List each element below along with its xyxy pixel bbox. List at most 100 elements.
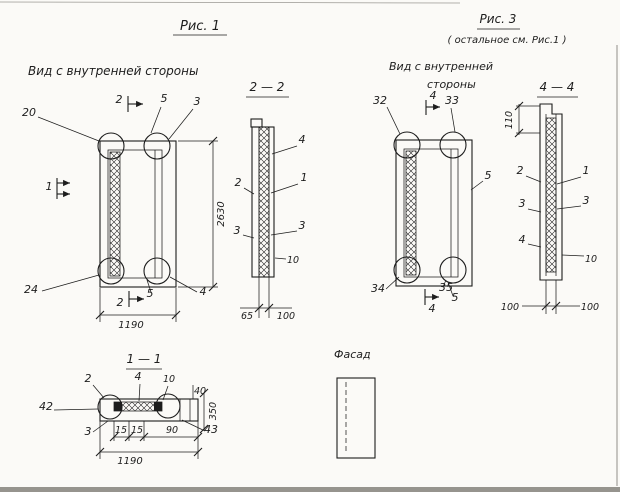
- sec44-insulation-hatch: [545, 117, 557, 273]
- sec11-callout-circle-left: [97, 394, 123, 420]
- fig3-pos-5-right-label: 5: [485, 169, 492, 182]
- fig1: Рис. 1 Вид с внутренней стороны 20 2 5 3: [22, 19, 227, 331]
- fig3-panel-outline: [395, 139, 473, 287]
- fig3-cut-mark-top-label: 4: [430, 89, 437, 102]
- sec44-dim-100-right-label: 100: [581, 302, 599, 313]
- fig1-cut-mark-bottom-label: 2: [117, 296, 124, 309]
- sec11-seal-block-left: [114, 402, 122, 411]
- sec11-pos-2-label: 2: [85, 372, 92, 385]
- fig3-callout-top-right-label: 33: [445, 94, 459, 107]
- fig1-labels: 20 2 5 3 1 24 2 5 4: [22, 92, 207, 309]
- fig1-pos-3-top-label: 3: [194, 95, 201, 108]
- fig3-title: Рис. 3: [480, 12, 517, 26]
- sec11-dim-10-label: 10: [163, 374, 175, 385]
- fig1-pos-5-bottom-label: 5: [147, 287, 154, 300]
- fig3-callout-circle-bottom-left: [393, 256, 421, 284]
- fig1-callout-circle-top-right: [143, 132, 171, 160]
- sec22-pos-1-label: 1: [301, 171, 308, 184]
- sec44-dim-10-label: 10: [585, 254, 597, 265]
- sec22-dimensions: 10 65 100: [240, 255, 299, 322]
- facade: Фасад: [334, 348, 376, 459]
- sec22-dim-10-label: 10: [287, 255, 299, 266]
- sec44-profile-outline: [539, 103, 563, 281]
- sec22-pos-4-label: 4: [299, 133, 306, 146]
- sec11-callout-circle-right: [155, 393, 181, 419]
- sec11-dim-15b-label: 15: [131, 425, 143, 436]
- sec44-labels: 2 1 3 3 4: [517, 164, 590, 248]
- fig1-cut-mark-left-label: 1: [46, 180, 53, 193]
- fig1-callout-bottom-right-label: 4: [200, 285, 207, 298]
- fig1-subtitle: Вид с внутренней стороны: [28, 64, 198, 78]
- sec11-pos-4-label: 4: [135, 370, 142, 383]
- facade-title: Фасад: [334, 348, 371, 361]
- sec44-pos-2-label: 2: [517, 164, 524, 177]
- fig1-pos-5-top-label: 5: [161, 92, 168, 105]
- fig1-callout-bottom-left-label: 24: [24, 283, 38, 296]
- section-4-4: 4 — 4 110 2 1 3 3 4: [501, 80, 599, 314]
- fig1-panel: [97, 132, 177, 288]
- fig3-callout-top-left-label: 32: [373, 94, 387, 107]
- sec11-dim-15a-label: 15: [115, 425, 127, 436]
- sec22-dim-100-label: 100: [277, 311, 295, 322]
- fig1-insulation-hatch: [109, 151, 121, 277]
- sec11-pos-3-label: 3: [85, 425, 92, 438]
- sec11-profile: [97, 393, 199, 422]
- sec11-dimensions: 350 15 15 90 1190: [95, 388, 219, 467]
- fig3-note: ( остальное см. Рис.1 ): [448, 35, 567, 46]
- sec11-profile-outline: [99, 398, 199, 422]
- fig3-insulation-hatch: [405, 150, 417, 276]
- fig3-callout-bottom-left-label: 34: [371, 282, 385, 295]
- sec22-title: 2 — 2: [250, 80, 285, 94]
- sec44-pos-1-label: 1: [583, 164, 590, 177]
- fig3-panel: [393, 131, 473, 287]
- fig3-subtitle-line2: стороны: [427, 78, 476, 91]
- fig1-dimensions: 1190 2630: [95, 136, 227, 331]
- fig1-title: Рис. 1: [180, 19, 220, 34]
- sec44-dim-100-left-label: 100: [501, 302, 519, 313]
- fig1-callout-top-left-label: 20: [22, 106, 36, 119]
- fig3-callout-circle-top-left: [393, 131, 421, 159]
- fig3-callout-bottom-right-label: 35: [439, 281, 453, 294]
- sec44-title: 4 — 4: [540, 80, 575, 94]
- fig1-callout-circle-bottom-left: [97, 257, 125, 285]
- fig1-panel-outline: [99, 140, 177, 288]
- fig3-labels: 32 4 33 5 34 4 5 35: [371, 89, 492, 315]
- sec44-profile: [539, 103, 563, 281]
- fig3-cut-mark-bottom-label: 4: [429, 302, 436, 315]
- fig3-pos-5-bottom-label: 5: [452, 291, 459, 304]
- sec11-dim-1190-label: 1190: [117, 456, 142, 467]
- sec11-labels: 2 4 10 40 42 3 43: [39, 370, 218, 438]
- fig3-subtitle-line1: Вид с внутренней: [389, 60, 493, 73]
- fig3-callout-circle-top-right: [439, 131, 467, 159]
- section-2-2: 2 — 2 4 2 1 3 3 10: [234, 80, 308, 322]
- sec44-pos-3-right-label: 3: [583, 194, 590, 207]
- fig1-callout-circle-bottom-right: [143, 257, 171, 285]
- sec44-pos-4-label: 4: [519, 233, 526, 246]
- fig3-callout-circle-bottom-right: [439, 256, 467, 284]
- fig1-cut-mark-top-label: 2: [116, 93, 123, 106]
- sec44-pos-3-left-label: 3: [519, 197, 526, 210]
- sec44-dimensions: 10 100 100: [501, 254, 599, 314]
- facade-outline: [336, 377, 376, 459]
- sec11-title: 1 — 1: [127, 352, 162, 366]
- sec11-callout-right-label: 43: [204, 423, 218, 436]
- sec11-dim-40-label: 40: [194, 386, 206, 397]
- sec22-profile: [250, 118, 275, 278]
- sec22-pos-3-left-label: 3: [234, 224, 241, 237]
- fig3: Рис. 3 ( остальное см. Рис.1 ) Вид с вну…: [371, 12, 566, 315]
- section-1-1: 1 — 1 2 4 10 40 42 3 43: [39, 352, 219, 467]
- sec22-pos-2-label: 2: [235, 176, 242, 189]
- sec11-seal-block-right: [154, 402, 162, 411]
- sec22-pos-3-right-label: 3: [299, 219, 306, 232]
- sec11-callout-left-label: 42: [39, 400, 53, 413]
- sec22-labels: 4 2 1 3 3: [234, 133, 308, 239]
- sec44-dim-110-label: 110: [504, 111, 515, 129]
- sec22-dim-65-label: 65: [241, 311, 253, 322]
- sec22-insulation-hatch: [258, 126, 270, 278]
- sec11-dim-350-label: 350: [208, 402, 219, 420]
- sec11-dim-90-label: 90: [166, 425, 178, 436]
- fig1-dim-height-label: 2630: [216, 201, 227, 226]
